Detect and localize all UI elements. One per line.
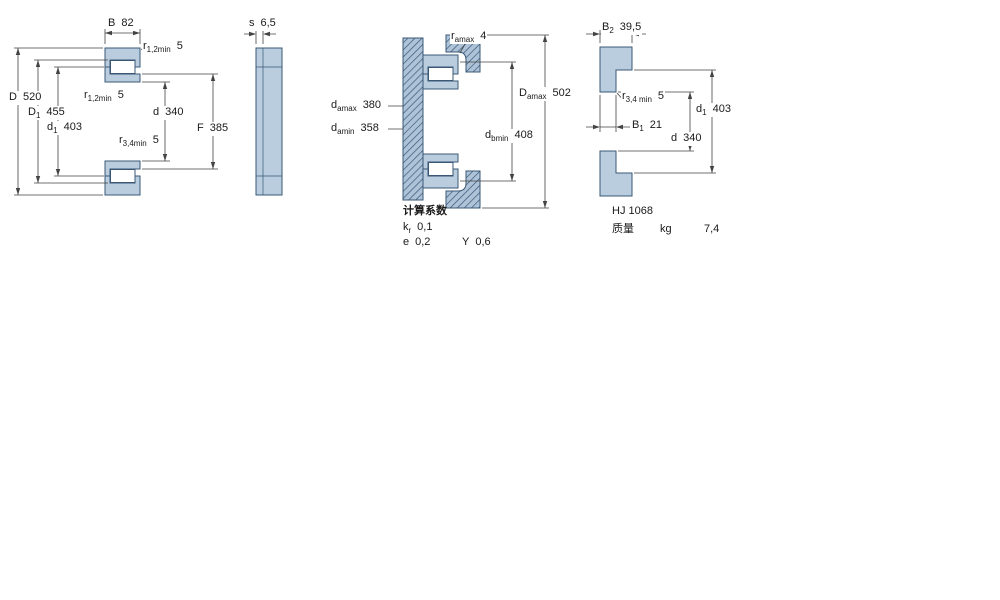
ring-side-section (255, 47, 283, 196)
roller-top (428, 67, 454, 81)
calc-factors-title: 计算系数 (403, 205, 447, 217)
mass-unit: kg (660, 223, 672, 235)
inner-ring-bottom (104, 160, 141, 177)
hj-ring-bottom (599, 150, 633, 197)
inner-ring-bottom (422, 153, 459, 170)
main-cross-section-drawing (14, 29, 218, 196)
roller-bottom (428, 162, 454, 176)
hj-designation: HJ 1068 (612, 205, 653, 217)
mass-value: 7,4 (704, 223, 720, 235)
housing-abutment-top (445, 34, 481, 73)
roller-top (110, 60, 136, 74)
mounting-dimensions-drawing (388, 34, 549, 209)
hj-ring-top (599, 46, 633, 93)
shaft-abutment (402, 37, 424, 201)
mass-label: 质量 (612, 223, 634, 235)
housing-abutment-bottom (445, 170, 481, 209)
inner-ring-top (422, 73, 459, 90)
inner-ring-top (104, 66, 141, 83)
roller-bottom (110, 169, 136, 183)
side-view-drawing (244, 30, 283, 196)
hj-ring-drawing (586, 30, 716, 197)
